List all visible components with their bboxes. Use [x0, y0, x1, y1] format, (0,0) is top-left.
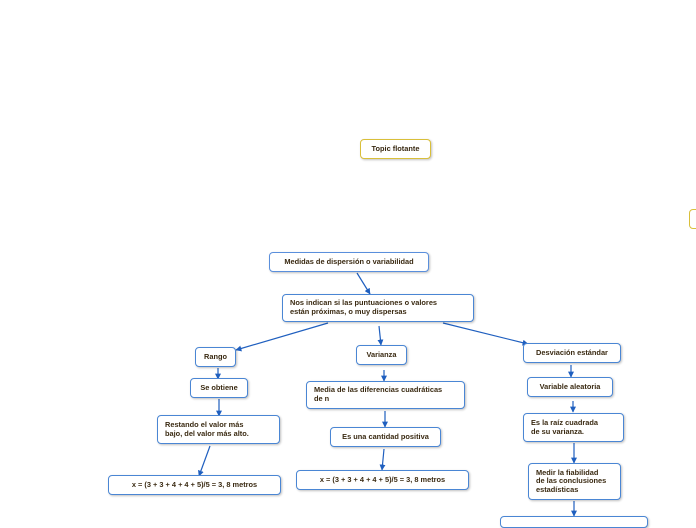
offscreen-floating-topic-node[interactable]	[689, 209, 696, 229]
connector-definition-rango	[235, 322, 329, 352]
varianza-step2-node[interactable]: Es una cantidad positiva	[330, 427, 441, 447]
floating-topic-node[interactable]: Topic flotante	[360, 139, 431, 159]
rango-node[interactable]: Rango	[195, 347, 236, 367]
connector-rango-result	[198, 445, 211, 477]
desviacion-node[interactable]: Desviación estándar	[523, 343, 621, 363]
root-topic-node[interactable]: Medidas de dispersión o variabilidad	[269, 252, 429, 272]
desviacion-step2-node[interactable]: Es la raíz cuadrada de su varianza.	[523, 413, 624, 442]
varianza-result-node[interactable]: x = (3 + 3 + 4 + 4 + 5)/5 = 3, 8 metros	[296, 470, 469, 490]
desviacion-step1-node[interactable]: Variable aleatoria	[527, 377, 613, 397]
varianza-step2-label: Es una cantidad positiva	[342, 431, 429, 441]
rango-step2-node[interactable]: Restando el valor más bajo, del valor má…	[157, 415, 280, 444]
varianza-step1-node[interactable]: Media de las diferencias cuadráticas de …	[306, 381, 465, 409]
rango-step1-label: Se obtiene	[200, 382, 238, 392]
varianza-label: Varianza	[366, 349, 397, 359]
definition-label: Nos indican si las puntuaciones o valore…	[290, 298, 438, 316]
desviacion-step2-label: Es la raíz cuadrada de su varianza.	[531, 417, 598, 436]
rango-step2-label: Restando el valor más bajo, del valor má…	[165, 419, 249, 438]
root-topic-label: Medidas de dispersión o variabilidad	[284, 256, 414, 266]
floating-topic-label: Topic flotante	[371, 143, 420, 153]
rango-label: Rango	[204, 351, 227, 361]
desviacion-step1-label: Variable aleatoria	[539, 381, 601, 391]
varianza-step1-label: Media de las diferencias cuadráticas de …	[314, 385, 443, 403]
rango-result-node[interactable]: x = (3 + 3 + 4 + 4 + 5)/5 = 3, 8 metros	[108, 475, 281, 495]
rango-result-label: x = (3 + 3 + 4 + 4 + 5)/5 = 3, 8 metros	[131, 479, 258, 489]
desviacion-step3-node[interactable]: Medir la fiabilidad de las conclusiones …	[528, 463, 621, 500]
desviacion-next-node[interactable]	[500, 516, 648, 528]
desviacion-label: Desviación estándar	[536, 347, 608, 357]
connector-definition-desviacion	[442, 322, 529, 346]
connector-definition-varianza	[377, 325, 384, 346]
connector-root-definition	[356, 272, 371, 295]
varianza-node[interactable]: Varianza	[356, 345, 407, 365]
connector-varianza-result	[379, 448, 386, 471]
rango-step1-node[interactable]: Se obtiene	[190, 378, 248, 398]
varianza-result-label: x = (3 + 3 + 4 + 4 + 5)/5 = 3, 8 metros	[319, 474, 446, 484]
desviacion-step3-label: Medir la fiabilidad de las conclusiones …	[536, 467, 607, 494]
definition-node[interactable]: Nos indican si las puntuaciones o valore…	[282, 294, 474, 322]
